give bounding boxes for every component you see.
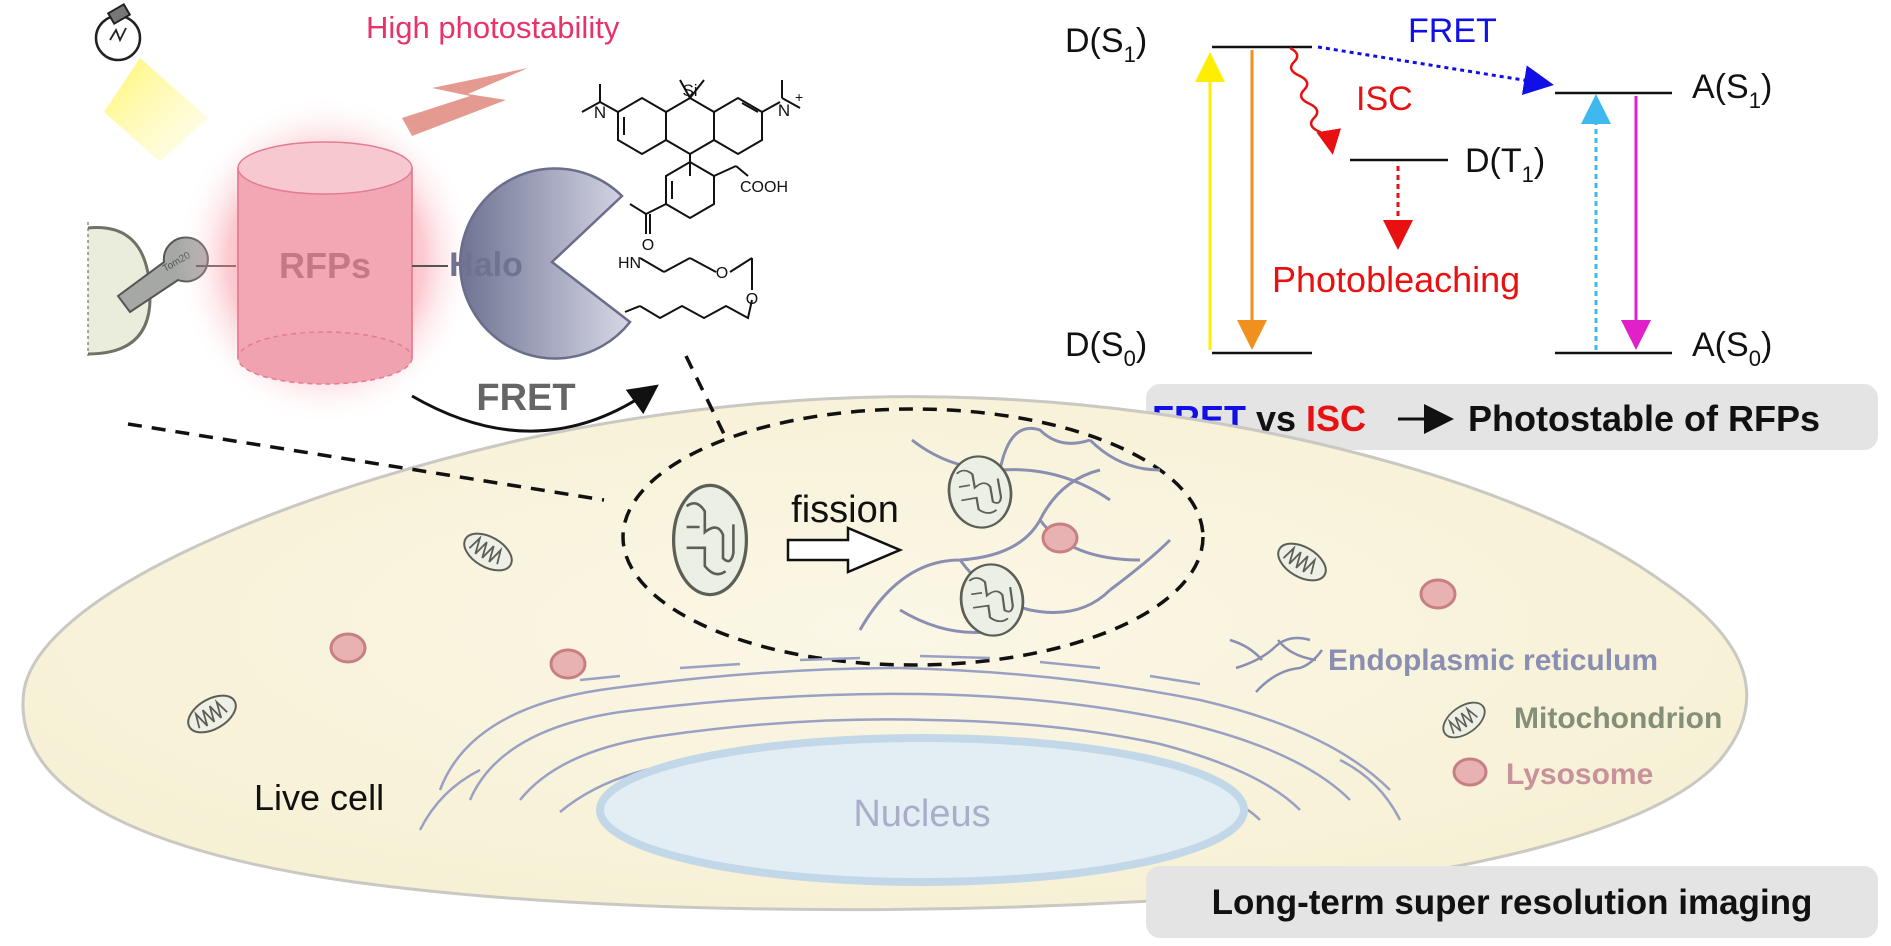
isc-wavy-arrow bbox=[1289, 46, 1342, 155]
level-a-s0: A(S0) bbox=[1692, 326, 1772, 371]
halo-label: Halo bbox=[449, 246, 523, 284]
conclusion-banner bbox=[1146, 384, 1878, 450]
nucleus bbox=[596, 734, 1248, 886]
live-cell-label: Live cell bbox=[254, 777, 384, 818]
lysosome-icon bbox=[1452, 757, 1488, 787]
fret-transfer-arrow bbox=[1317, 45, 1554, 95]
live-cell bbox=[21, 395, 1749, 912]
legend-mito-label: Mitochondrion bbox=[1514, 702, 1722, 735]
zoom-ellipse bbox=[621, 407, 1205, 667]
fret-arrow-label: FRET bbox=[476, 377, 575, 419]
legend-lyso-label: Lysosome bbox=[1506, 758, 1653, 791]
level-d-s1: D(S1) bbox=[1065, 22, 1147, 67]
zoom-line-right bbox=[684, 355, 726, 435]
fission-label: fission bbox=[791, 489, 899, 531]
conclusion-result: Photostable of RFPs bbox=[1468, 398, 1820, 439]
headline: High photostability bbox=[366, 10, 620, 45]
molecule-o1-label: O bbox=[716, 265, 728, 282]
legend-er-label: Endoplasmic reticulum bbox=[1328, 644, 1658, 677]
lysosomes bbox=[329, 522, 1457, 680]
fret-curve-arrow bbox=[411, 384, 659, 433]
footer-banner bbox=[1146, 866, 1878, 938]
halo-tag: Halo bbox=[449, 167, 632, 360]
legend: Endoplasmic reticulum Mitochondrion Lyso… bbox=[1229, 636, 1722, 791]
isc-label: ISC bbox=[1356, 80, 1413, 118]
footer-label: Long-term super resolution imaging bbox=[1212, 883, 1813, 922]
rfp-label: RFPs bbox=[279, 245, 371, 286]
zoom-line-left bbox=[127, 422, 605, 502]
light-bulb-icon bbox=[94, 2, 208, 162]
fret-label: FRET bbox=[1408, 12, 1497, 50]
lightning-bolt-icon bbox=[402, 68, 528, 136]
level-d-t1: D(T1) bbox=[1465, 142, 1545, 187]
molecule-si-label: Si bbox=[682, 81, 697, 100]
molecule-n-left: N bbox=[594, 103, 606, 122]
level-d-s0: D(S0) bbox=[1065, 326, 1147, 371]
molecule-hn-label: HN bbox=[618, 255, 641, 272]
rfp-cylinder: RFPs bbox=[176, 95, 476, 425]
er-icon bbox=[1229, 636, 1324, 693]
molecule-o-label: O bbox=[642, 237, 654, 254]
molecule-n-charge: + bbox=[795, 89, 803, 105]
molecule-cooh-label: COOH bbox=[740, 179, 788, 196]
nucleus-label: Nucleus bbox=[853, 793, 990, 835]
dye-molecule bbox=[581, 79, 801, 320]
fission-arrow-icon bbox=[786, 526, 904, 574]
level-a-s1: A(S1) bbox=[1692, 68, 1772, 113]
energy-levels bbox=[1212, 45, 1672, 355]
photobleaching-label: Photobleaching bbox=[1272, 259, 1520, 300]
zoom-mito-before bbox=[671, 483, 749, 597]
molecule-o2-label: O bbox=[746, 291, 758, 308]
molecule-n-right: N bbox=[778, 101, 790, 120]
